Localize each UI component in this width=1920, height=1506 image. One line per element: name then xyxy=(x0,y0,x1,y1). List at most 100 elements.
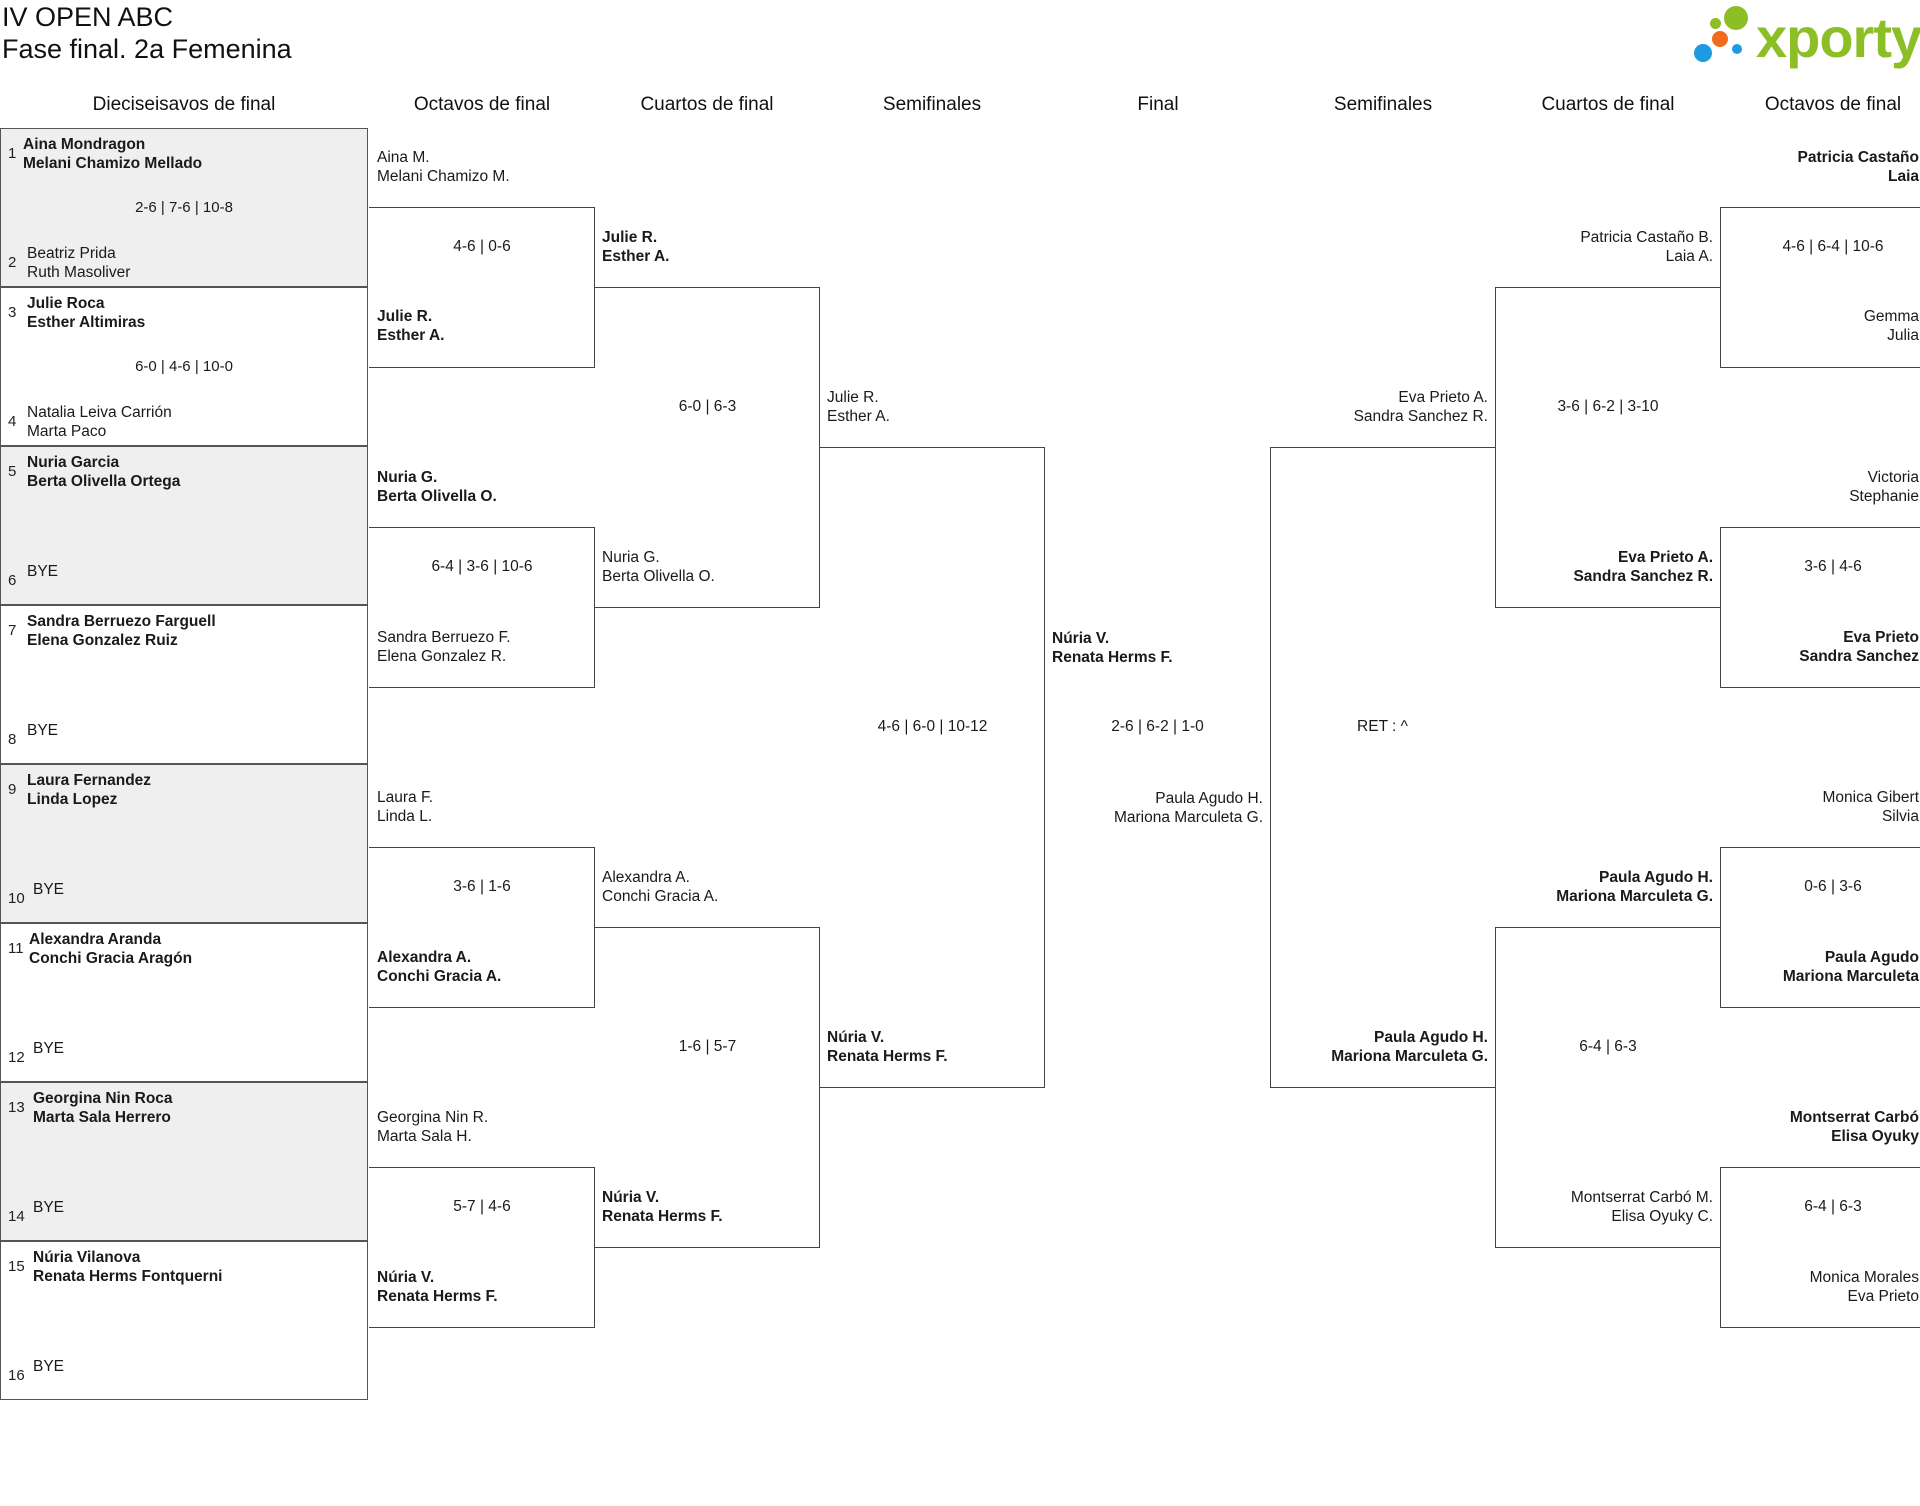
seed: 6 xyxy=(8,572,17,589)
right-r16-bracket-1 xyxy=(1720,207,1920,368)
round-header-r32: Dieciseisavos de final xyxy=(92,94,276,115)
right-sf-bracket xyxy=(1270,447,1496,1088)
left-sf-team-a: Julie R.Esther A. xyxy=(827,389,890,425)
round-header-right-qf: Cuartos de final xyxy=(1541,94,1675,115)
right-r16-3-score: 0-6 | 3-6 xyxy=(1804,878,1862,895)
tournament-subtitle: Fase final. 2a Femenina xyxy=(2,34,292,64)
team-bye: BYE xyxy=(27,563,59,580)
logo-dot-orange xyxy=(1712,31,1728,47)
team-bye: BYE xyxy=(33,881,65,898)
match-score: 2-6 | 7-6 | 10-8 xyxy=(135,199,233,216)
right-r16-bracket-4 xyxy=(1720,1167,1920,1328)
right-qf-bracket-1 xyxy=(1495,287,1721,608)
left-r16-bracket-4 xyxy=(369,1167,595,1328)
logo-dot-blue xyxy=(1694,44,1712,62)
seed: 10 xyxy=(8,890,25,907)
right-r16-4-score: 6-4 | 6-3 xyxy=(1804,1198,1862,1215)
final-team-b: Paula Agudo H.Mariona Marculeta G. xyxy=(1113,790,1263,826)
final-score: 2-6 | 6-2 | 1-0 xyxy=(1111,718,1204,735)
right-qf-2-team-b: Montserrat Carbó M.Elisa Oyuky C. xyxy=(1570,1189,1713,1225)
team-bye: BYE xyxy=(33,1199,65,1216)
left-r16-2-team-a: Nuria G.Berta Olivella O. xyxy=(377,469,497,505)
right-qf-2-score: 6-4 | 6-3 xyxy=(1579,1038,1637,1055)
left-sf-team-b: Núria V.Renata Herms F. xyxy=(827,1029,948,1065)
left-r16-3-team-a: Laura F.Linda L. xyxy=(377,789,434,825)
seed: 7 xyxy=(8,622,17,639)
left-r16-2-score: 6-4 | 3-6 | 10-6 xyxy=(431,558,533,575)
left-r16-4-team-b: Núria V.Renata Herms F. xyxy=(377,1269,498,1305)
team-bye: BYE xyxy=(27,722,59,739)
right-sf-team-b: Paula Agudo H.Mariona Marculeta G. xyxy=(1331,1029,1488,1065)
left-qf-2-team-b: Núria V.Renata Herms F. xyxy=(602,1189,723,1225)
right-sf-team-a: Eva Prieto A.Sandra Sanchez R. xyxy=(1353,389,1488,425)
seed: 11 xyxy=(8,940,24,957)
seed: 16 xyxy=(8,1367,25,1384)
left-qf-2-score: 1-6 | 5-7 xyxy=(678,1038,737,1055)
seed: 3 xyxy=(8,304,17,321)
left-qf-1-team-a: Julie R.Esther A. xyxy=(602,229,670,265)
right-r16-2-score: 3-6 | 4-6 xyxy=(1804,558,1862,575)
right-qf-2-team-a: Paula Agudo H.Mariona Marculeta G. xyxy=(1556,869,1713,905)
seed: 15 xyxy=(8,1258,25,1275)
left-r16-3-score: 3-6 | 1-6 xyxy=(453,878,511,895)
left-r16-1-team-a: Aina M.Melani Chamizo M. xyxy=(377,149,510,185)
left-qf-bracket-1 xyxy=(595,287,820,608)
round-header-right-sf: Semifinales xyxy=(1333,94,1433,115)
round-header-left-qf: Cuartos de final xyxy=(640,94,774,115)
left-r16-1-score: 4-6 | 0-6 xyxy=(453,238,511,255)
xporty-logo[interactable]: xporty xyxy=(1688,0,1920,74)
round-header-right-r16: Octavos de final xyxy=(1764,94,1902,115)
left-qf-1-score: 6-0 | 6-3 xyxy=(678,398,737,415)
left-r16-1-team-b: Julie R.Esther A. xyxy=(377,308,445,344)
seed: 12 xyxy=(8,1049,25,1066)
left-r16-4-team-a: Georgina Nin R.Marta Sala H. xyxy=(377,1109,489,1145)
round-header-final: Final xyxy=(1137,94,1179,115)
left-r16-bracket-3 xyxy=(369,847,595,1008)
seed: 5 xyxy=(8,463,17,480)
left-r16-2-team-b: Sandra Berruezo F.Elena Gonzalez R. xyxy=(377,629,511,665)
seed: 9 xyxy=(8,781,17,798)
tournament-title: IV OPEN ABC xyxy=(2,2,174,32)
left-r16-3-team-b: Alexandra A.Conchi Gracia A. xyxy=(377,949,502,985)
right-qf-1-team-a: Patricia Castaño B.Laia A. xyxy=(1580,229,1713,265)
left-sf-bracket xyxy=(820,447,1045,1088)
left-qf-1-team-b: Nuria G.Berta Olivella O. xyxy=(602,549,715,585)
seed: 2 xyxy=(8,254,17,271)
logo-dot-green xyxy=(1724,6,1748,30)
left-qf-bracket-2 xyxy=(595,927,820,1248)
seed: 13 xyxy=(8,1099,25,1116)
right-sf-score: RET : ^ xyxy=(1357,718,1408,735)
left-sf-score: 4-6 | 6-0 | 10-12 xyxy=(877,718,988,735)
left-r16-4-score: 5-7 | 4-6 xyxy=(453,1198,511,1215)
seed: 14 xyxy=(8,1208,25,1225)
final-team-a: Núria V.Renata Herms F. xyxy=(1052,630,1173,666)
right-qf-1-team-b: Eva Prieto A.Sandra Sanchez R. xyxy=(1573,549,1713,585)
team-bye: BYE xyxy=(33,1040,65,1057)
round-header-left-sf: Semifinales xyxy=(882,94,982,115)
seed: 8 xyxy=(8,731,17,748)
right-r16-1-score: 4-6 | 6-4 | 10-6 xyxy=(1782,238,1884,255)
right-qf-bracket-2 xyxy=(1495,927,1721,1248)
right-r16-bracket-2 xyxy=(1720,527,1920,688)
logo-dot-small-blue xyxy=(1732,44,1742,54)
seed: 1 xyxy=(8,145,17,162)
logo-dot-small-green xyxy=(1710,18,1721,29)
round-header-left-r16: Octavos de final xyxy=(413,94,551,115)
left-r16-bracket-2 xyxy=(369,527,595,688)
left-r16-bracket-1 xyxy=(369,207,595,368)
